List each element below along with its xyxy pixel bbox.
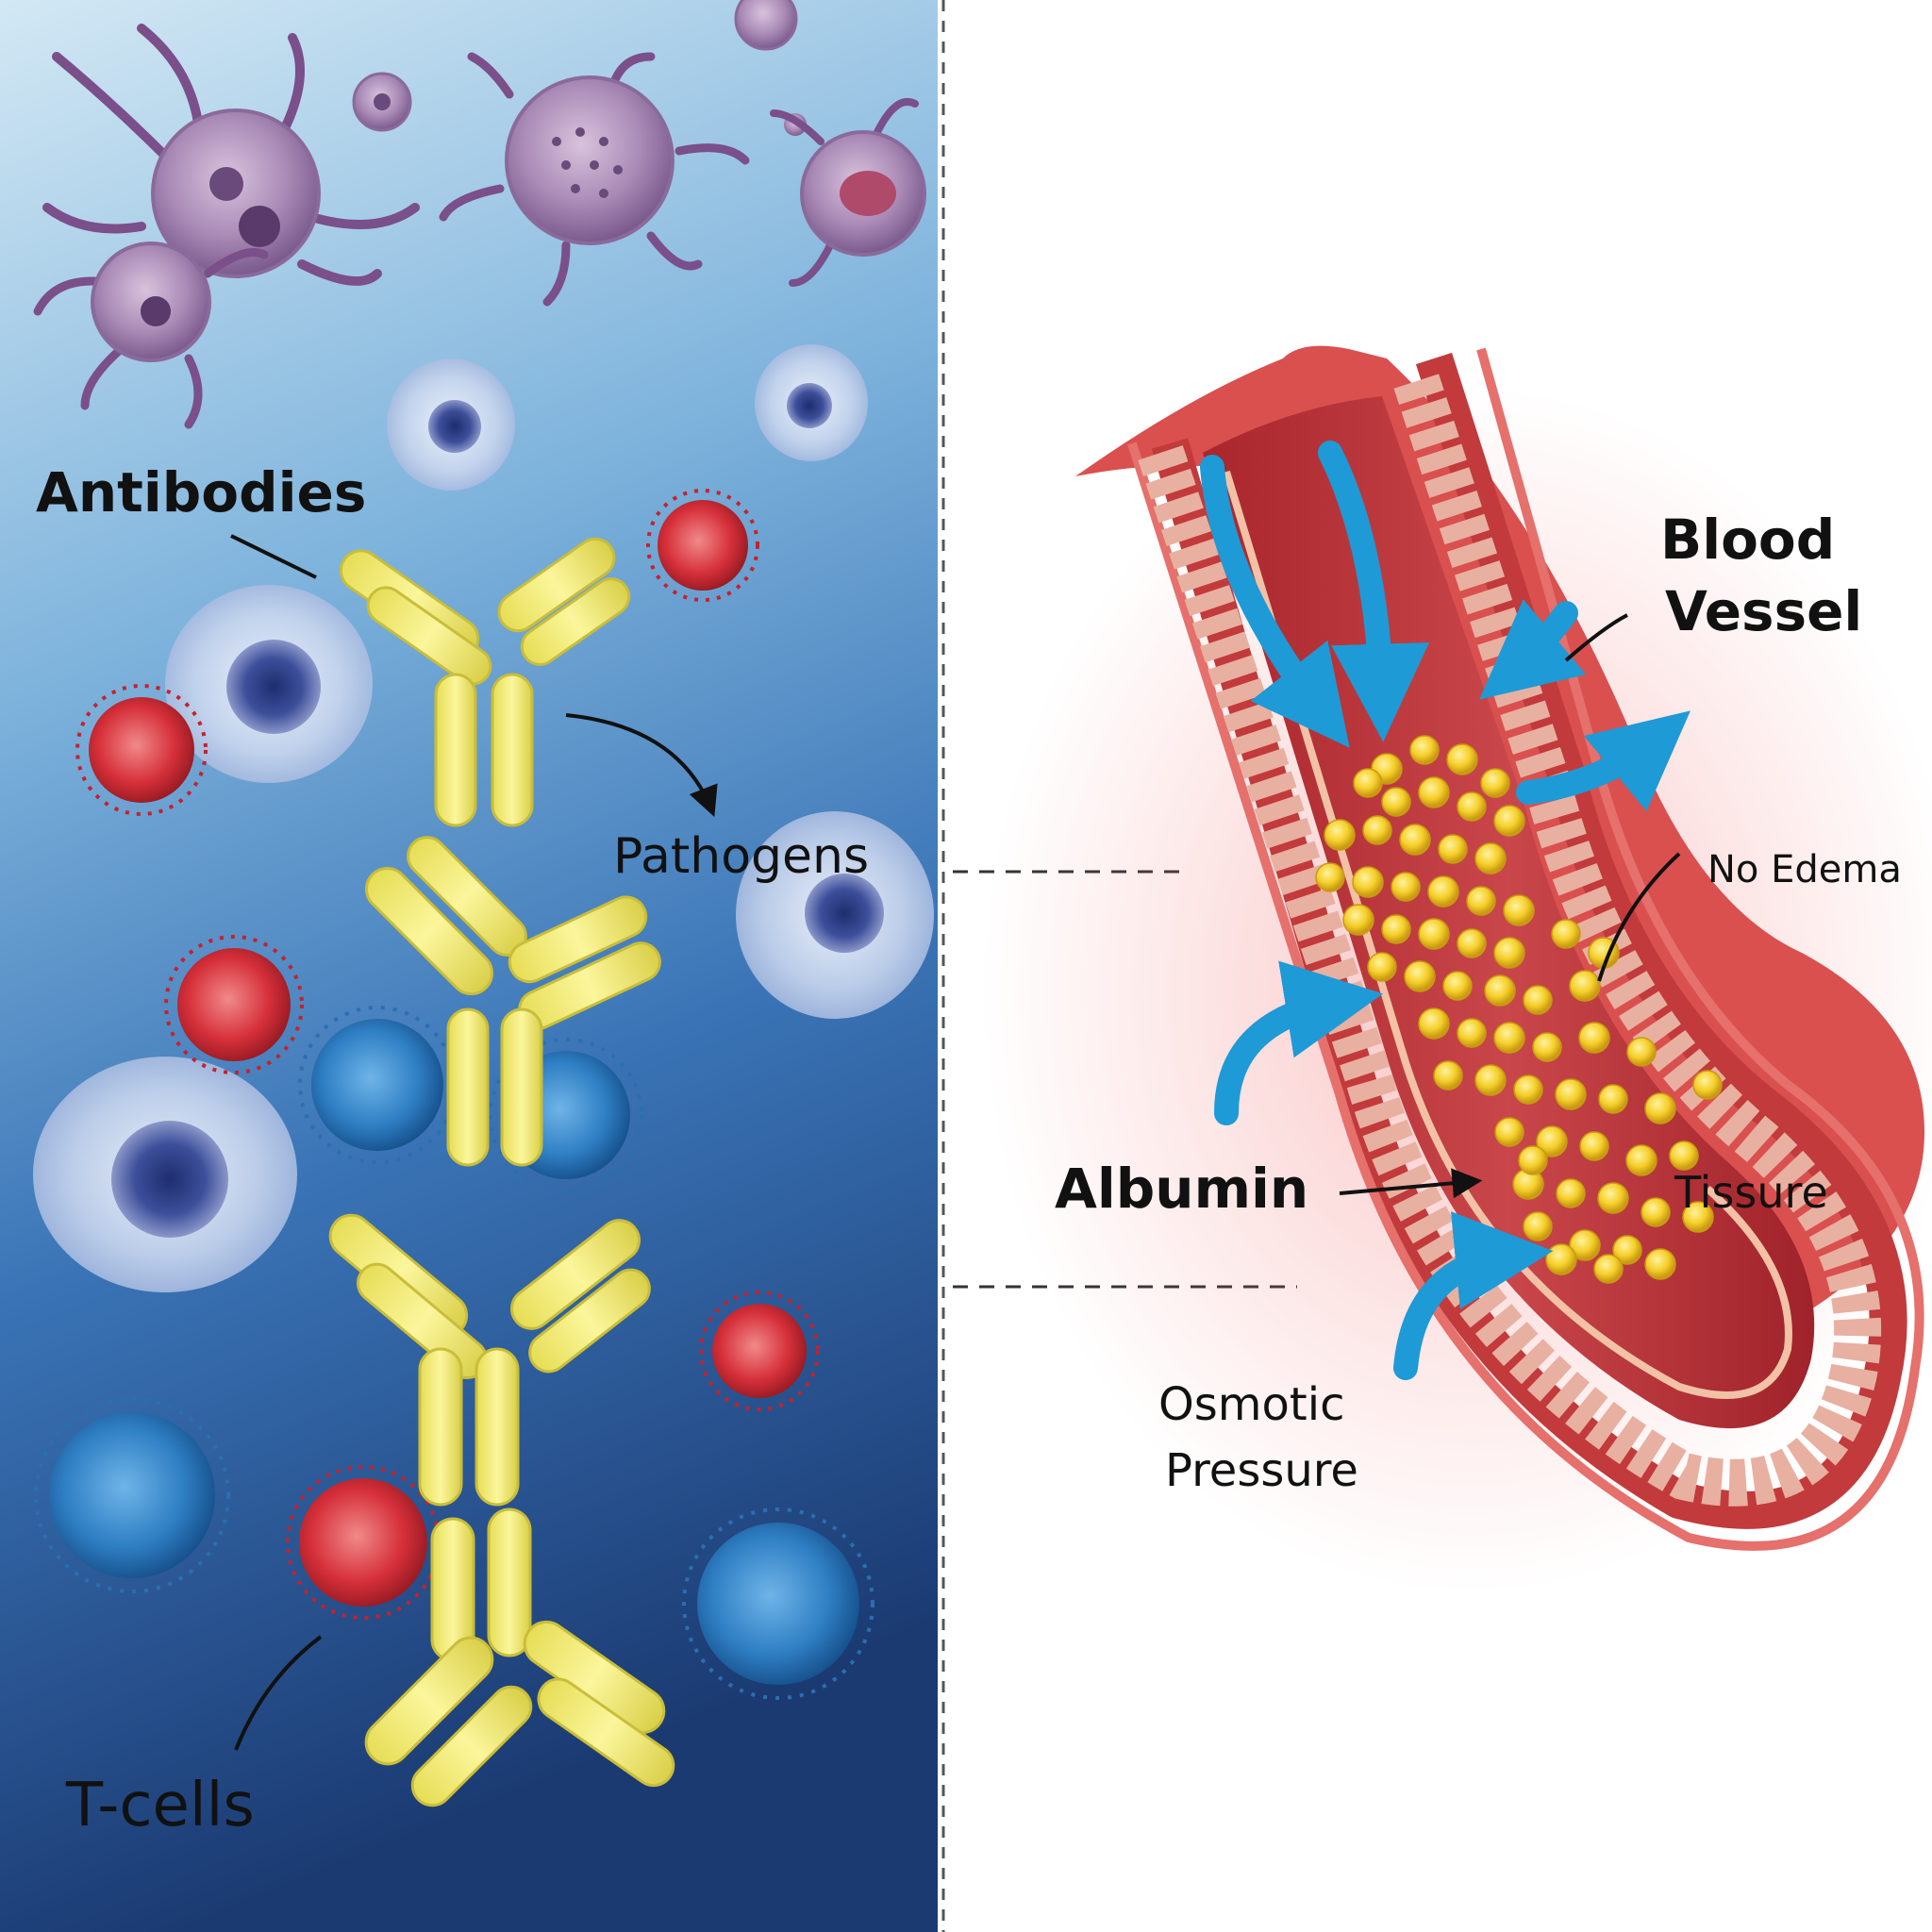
- blood-vessel-label-line1: Blood: [1660, 508, 1835, 572]
- vessel-cell-layer: [1138, 370, 1882, 1507]
- albumin-label: Albumin: [1055, 1157, 1308, 1221]
- blue-virus: [34, 1397, 230, 1593]
- flow-arrows: [1200, 441, 1690, 1380]
- blood-vessel-leader: [1564, 613, 1628, 662]
- antibody: [339, 537, 631, 827]
- no-edema-label: No Edema: [1707, 848, 1902, 891]
- vessel-outline: [1127, 347, 1924, 1551]
- macrophage-cell: [352, 72, 412, 132]
- macrophage-cell: [33, 242, 269, 429]
- pathogens-label: Pathogens: [613, 828, 869, 885]
- antibody: [364, 836, 661, 1167]
- flow-arrow-in-left: [1200, 455, 1350, 748]
- red-virus: [699, 1291, 820, 1411]
- macrophage-cell: [439, 52, 750, 307]
- antibody: [328, 1213, 651, 1507]
- flow-arrow-osmotic-lower: [1393, 1211, 1554, 1380]
- flow-arrow-out: [1516, 710, 1690, 811]
- red-virus: [75, 684, 208, 816]
- flow-arrow-into-wall: [1479, 599, 1587, 700]
- osmotic-pressure-label-line1: Osmotic: [1158, 1378, 1344, 1431]
- antibodies-label: Antibodies: [36, 460, 366, 525]
- b-cell: [387, 358, 515, 491]
- t-cells-leader: [234, 1635, 323, 1751]
- blue-virus: [682, 1507, 874, 1700]
- blood-vessel-label-line2: Vessel: [1665, 579, 1862, 643]
- tissue-label: Tissure: [1674, 1167, 1828, 1218]
- b-cell: [165, 585, 373, 783]
- antibodies-leader: [230, 534, 317, 579]
- macrophage-cell: [42, 24, 420, 286]
- red-virus: [646, 489, 759, 602]
- immune-panel: Antibodies Pathogens T-cells: [0, 0, 938, 1932]
- flow-arrow-osmotic-upper: [1214, 960, 1384, 1125]
- macrophage-cell: [770, 98, 926, 287]
- flow-arrow-in-center: [1318, 441, 1430, 742]
- b-cell: [33, 1057, 297, 1292]
- albumin-cluster: [1315, 735, 1723, 1284]
- albumin-arrow: [1339, 1168, 1483, 1199]
- osmotic-pressure-label-line2: Pressure: [1165, 1444, 1358, 1497]
- no-edema-leader: [1597, 852, 1681, 982]
- red-virus: [164, 935, 304, 1074]
- pathogens-arrow: [565, 713, 718, 817]
- vessel-panel: Blood Vessel No Edema Albumin Tissure Os…: [981, 345, 1932, 1594]
- vessel-outer-edge: [1151, 352, 1907, 1529]
- t-cells-label: T-cells: [65, 1771, 255, 1840]
- b-cell: [736, 811, 934, 1019]
- antibody: [364, 1507, 675, 1807]
- b-cell: [755, 344, 868, 461]
